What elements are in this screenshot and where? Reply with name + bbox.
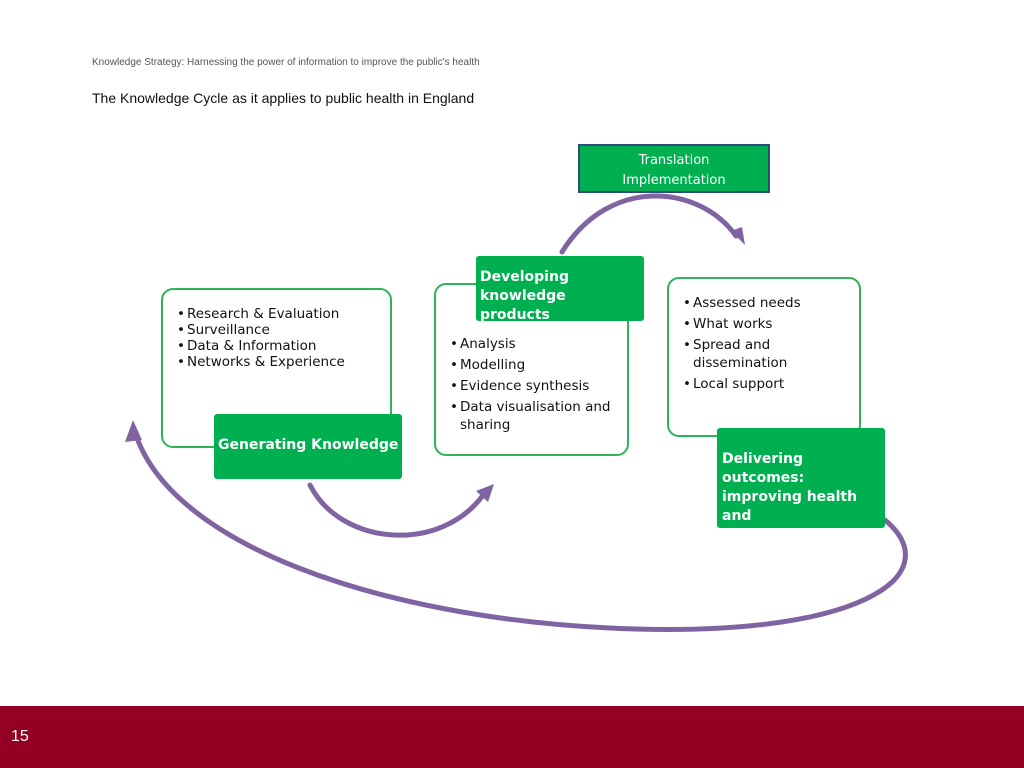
translation-line-1: Translation xyxy=(638,153,710,168)
arrowhead-delivering xyxy=(731,227,745,245)
generating-items-list: Research & Evaluation Surveillance Data … xyxy=(177,306,390,370)
list-item: Networks & Experience xyxy=(177,354,390,370)
list-item: Surveillance xyxy=(177,322,390,338)
generating-knowledge-label: Generating Knowledge xyxy=(214,414,402,479)
slide-title: The Knowledge Cycle as it applies to pub… xyxy=(92,90,475,106)
slide-header-subtitle: Knowledge Strategy: Harnessing the power… xyxy=(92,57,480,68)
delivering-label-line-2: improving health and xyxy=(722,489,858,524)
developing-label-line-2: products xyxy=(480,307,550,323)
developing-items-list: Analysis Modelling Evidence synthesis Da… xyxy=(450,335,619,434)
list-item: Data & Information xyxy=(177,338,390,354)
slide-footer: 15 xyxy=(0,706,1024,768)
developing-label-line-1: Developing knowledge xyxy=(480,269,569,304)
page-number: 15 xyxy=(11,728,29,745)
list-item: Data visualisation and sharing xyxy=(450,398,619,434)
list-item: Spread and dissemination xyxy=(683,336,813,372)
list-item: Research & Evaluation xyxy=(177,306,390,322)
generating-knowledge-text: Generating Knowledge xyxy=(218,437,399,453)
delivering-items-list: Assessed needs What works Spread and dis… xyxy=(683,294,813,393)
arrowhead-generating xyxy=(125,420,142,442)
delivering-label-line-1: Delivering outcomes: xyxy=(722,451,805,486)
delivering-items-box: Assessed needs What works Spread and dis… xyxy=(667,277,861,437)
delivering-label-line-3: reducing inequalities xyxy=(722,527,815,562)
arrowhead-developing xyxy=(476,484,494,502)
translation-implementation-box: Translation Implementation xyxy=(578,144,770,193)
list-item: Modelling xyxy=(450,356,619,374)
list-item: Assessed needs xyxy=(683,294,813,312)
list-item: What works xyxy=(683,315,813,333)
list-item: Evidence synthesis xyxy=(450,377,619,395)
arrow-delivering-to-generating xyxy=(132,429,908,632)
developing-knowledge-label: Developing knowledge products xyxy=(476,256,644,323)
list-item: Analysis xyxy=(450,335,619,353)
arrow-developing-to-delivering xyxy=(559,193,739,255)
translation-line-2: Implementation xyxy=(622,173,726,188)
arrow-generating-to-developing xyxy=(307,482,487,538)
list-item: Local support xyxy=(683,375,813,393)
delivering-outcomes-label: Delivering outcomes: improving health an… xyxy=(717,428,885,562)
